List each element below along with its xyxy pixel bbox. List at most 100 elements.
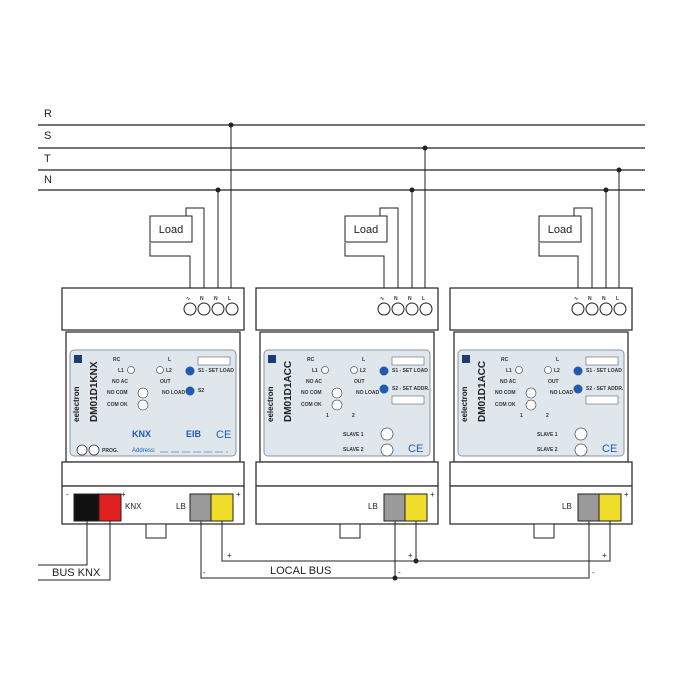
module-2: ∿ N N L eelectron DM01D1ACC RC L L1 L2 N… [255,287,439,539]
knx-terminal-black[interactable] [73,493,101,522]
svg-text:∿: ∿ [380,296,384,302]
s2-button[interactable] [185,386,195,396]
screw-terminal[interactable] [391,302,405,316]
out-label: OUT [548,379,559,385]
prog-led [76,444,88,456]
no-com-label: NO COM [301,390,322,396]
screw-terminal[interactable] [599,302,613,316]
screw-terminal[interactable] [225,302,239,316]
svg-text:LB: LB [368,502,378,511]
lb-connector-1: LB - + [176,490,241,522]
terminal-label-l: L [228,296,231,302]
s2-label: S2 [198,388,204,394]
supply-lines [38,124,645,191]
lb-terminal-yellow[interactable] [210,493,234,522]
s1-label: S1 - SET LOAD [586,368,622,374]
ce-mark: CE [408,443,423,455]
screw-terminal[interactable] [585,302,599,316]
led-l2-label: L2 [554,368,560,374]
com-ok-label: COM OK [107,402,128,408]
terminal-label-n: N [588,296,592,302]
junction-dot [413,558,419,564]
led-cluster [137,387,149,399]
s1-label: S1 - SET LOAD [392,368,428,374]
no-load-label: NO LOAD [162,390,185,396]
led-l1 [515,366,523,374]
screw-terminal[interactable] [419,302,433,316]
junction-dot [215,187,221,193]
slave1-label: SLAVE 1 [537,432,558,438]
no-ac-label: NO AC [500,379,516,385]
screw-terminal[interactable] [571,302,585,316]
s1-button[interactable] [573,366,583,376]
prog-button[interactable] [88,444,100,456]
led-l2 [544,366,552,374]
model-label: DM01D1KNX [89,361,100,422]
lb-terminal-grey[interactable] [189,493,213,522]
out-label: OUT [354,379,365,385]
module2-supply-wiring [344,148,426,290]
svg-text:2: 2 [352,413,355,419]
svg-text:LB: LB [562,502,572,511]
svg-text:+: + [624,490,629,499]
ce-mark: CE [216,429,231,441]
lb-connector-2: LB - + [368,490,435,522]
no-ac-label: NO AC [306,379,322,385]
l-label: L [168,357,171,363]
knx-connector: - + KNX [66,490,142,522]
junction-dot [409,187,415,193]
svg-text:-: - [592,568,595,577]
l-label: L [362,357,365,363]
led-l1-label: L1 [312,368,318,374]
rc-label: RC [113,357,121,363]
screw-terminal[interactable] [183,302,197,316]
s1-label: S1 - SET LOAD [198,368,234,374]
brand-label: eelectron [72,386,81,422]
com-ok-label: COM OK [301,402,322,408]
led-l1 [127,366,135,374]
led-l2 [350,366,358,374]
top-terminals: ∿ N N L [377,296,433,316]
svg-text:1: 1 [326,413,329,419]
brand-label: eelectron [266,386,275,422]
lb-connector-3: LB - + [562,490,629,522]
svg-text:LB: LB [176,502,186,511]
module-3: ∿ N N L eelectron DM01D1ACC RC L L1 L2 N… [449,287,633,539]
knx-terminal-red[interactable] [98,493,122,522]
screw-terminal[interactable] [405,302,419,316]
front-panel [69,349,237,457]
svg-text:+: + [236,490,241,499]
s2-button[interactable] [379,384,389,394]
led-l2-label: L2 [360,368,366,374]
load-box-3: Load [538,215,582,243]
s1-button[interactable] [185,366,195,376]
screw-terminal[interactable] [377,302,391,316]
junction-dot [616,167,622,173]
terminal-label-n: N [200,296,204,302]
svg-text:+: + [121,490,126,499]
rc-label: RC [307,357,315,363]
phase-label-s: S [44,130,51,142]
led-l1 [321,366,329,374]
lb-terminal-grey[interactable] [383,493,407,522]
lb-terminal-grey[interactable] [577,493,601,522]
slave2-led [574,443,588,457]
s2-button[interactable] [573,384,583,394]
screw-terminal[interactable] [613,302,627,316]
slave2-label: SLAVE 2 [343,447,364,453]
led-l1-label: L1 [506,368,512,374]
load-label: Load [548,224,572,236]
screw-terminal[interactable] [197,302,211,316]
lb-terminal-yellow[interactable] [404,493,428,522]
terminal-label-n: N [408,296,412,302]
ce-mark: CE [602,443,617,455]
svg-text:∿: ∿ [186,296,190,302]
screw-terminal[interactable] [211,302,225,316]
no-ac-label: NO AC [112,379,128,385]
s2-label: S2 - SET ADDR. [586,386,624,392]
s2-label: S2 - SET ADDR. [392,386,430,392]
local-bus-label: LOCAL BUS [270,565,331,577]
s1-button[interactable] [379,366,389,376]
junction-dot [392,575,398,581]
lb-terminal-yellow[interactable] [598,493,622,522]
